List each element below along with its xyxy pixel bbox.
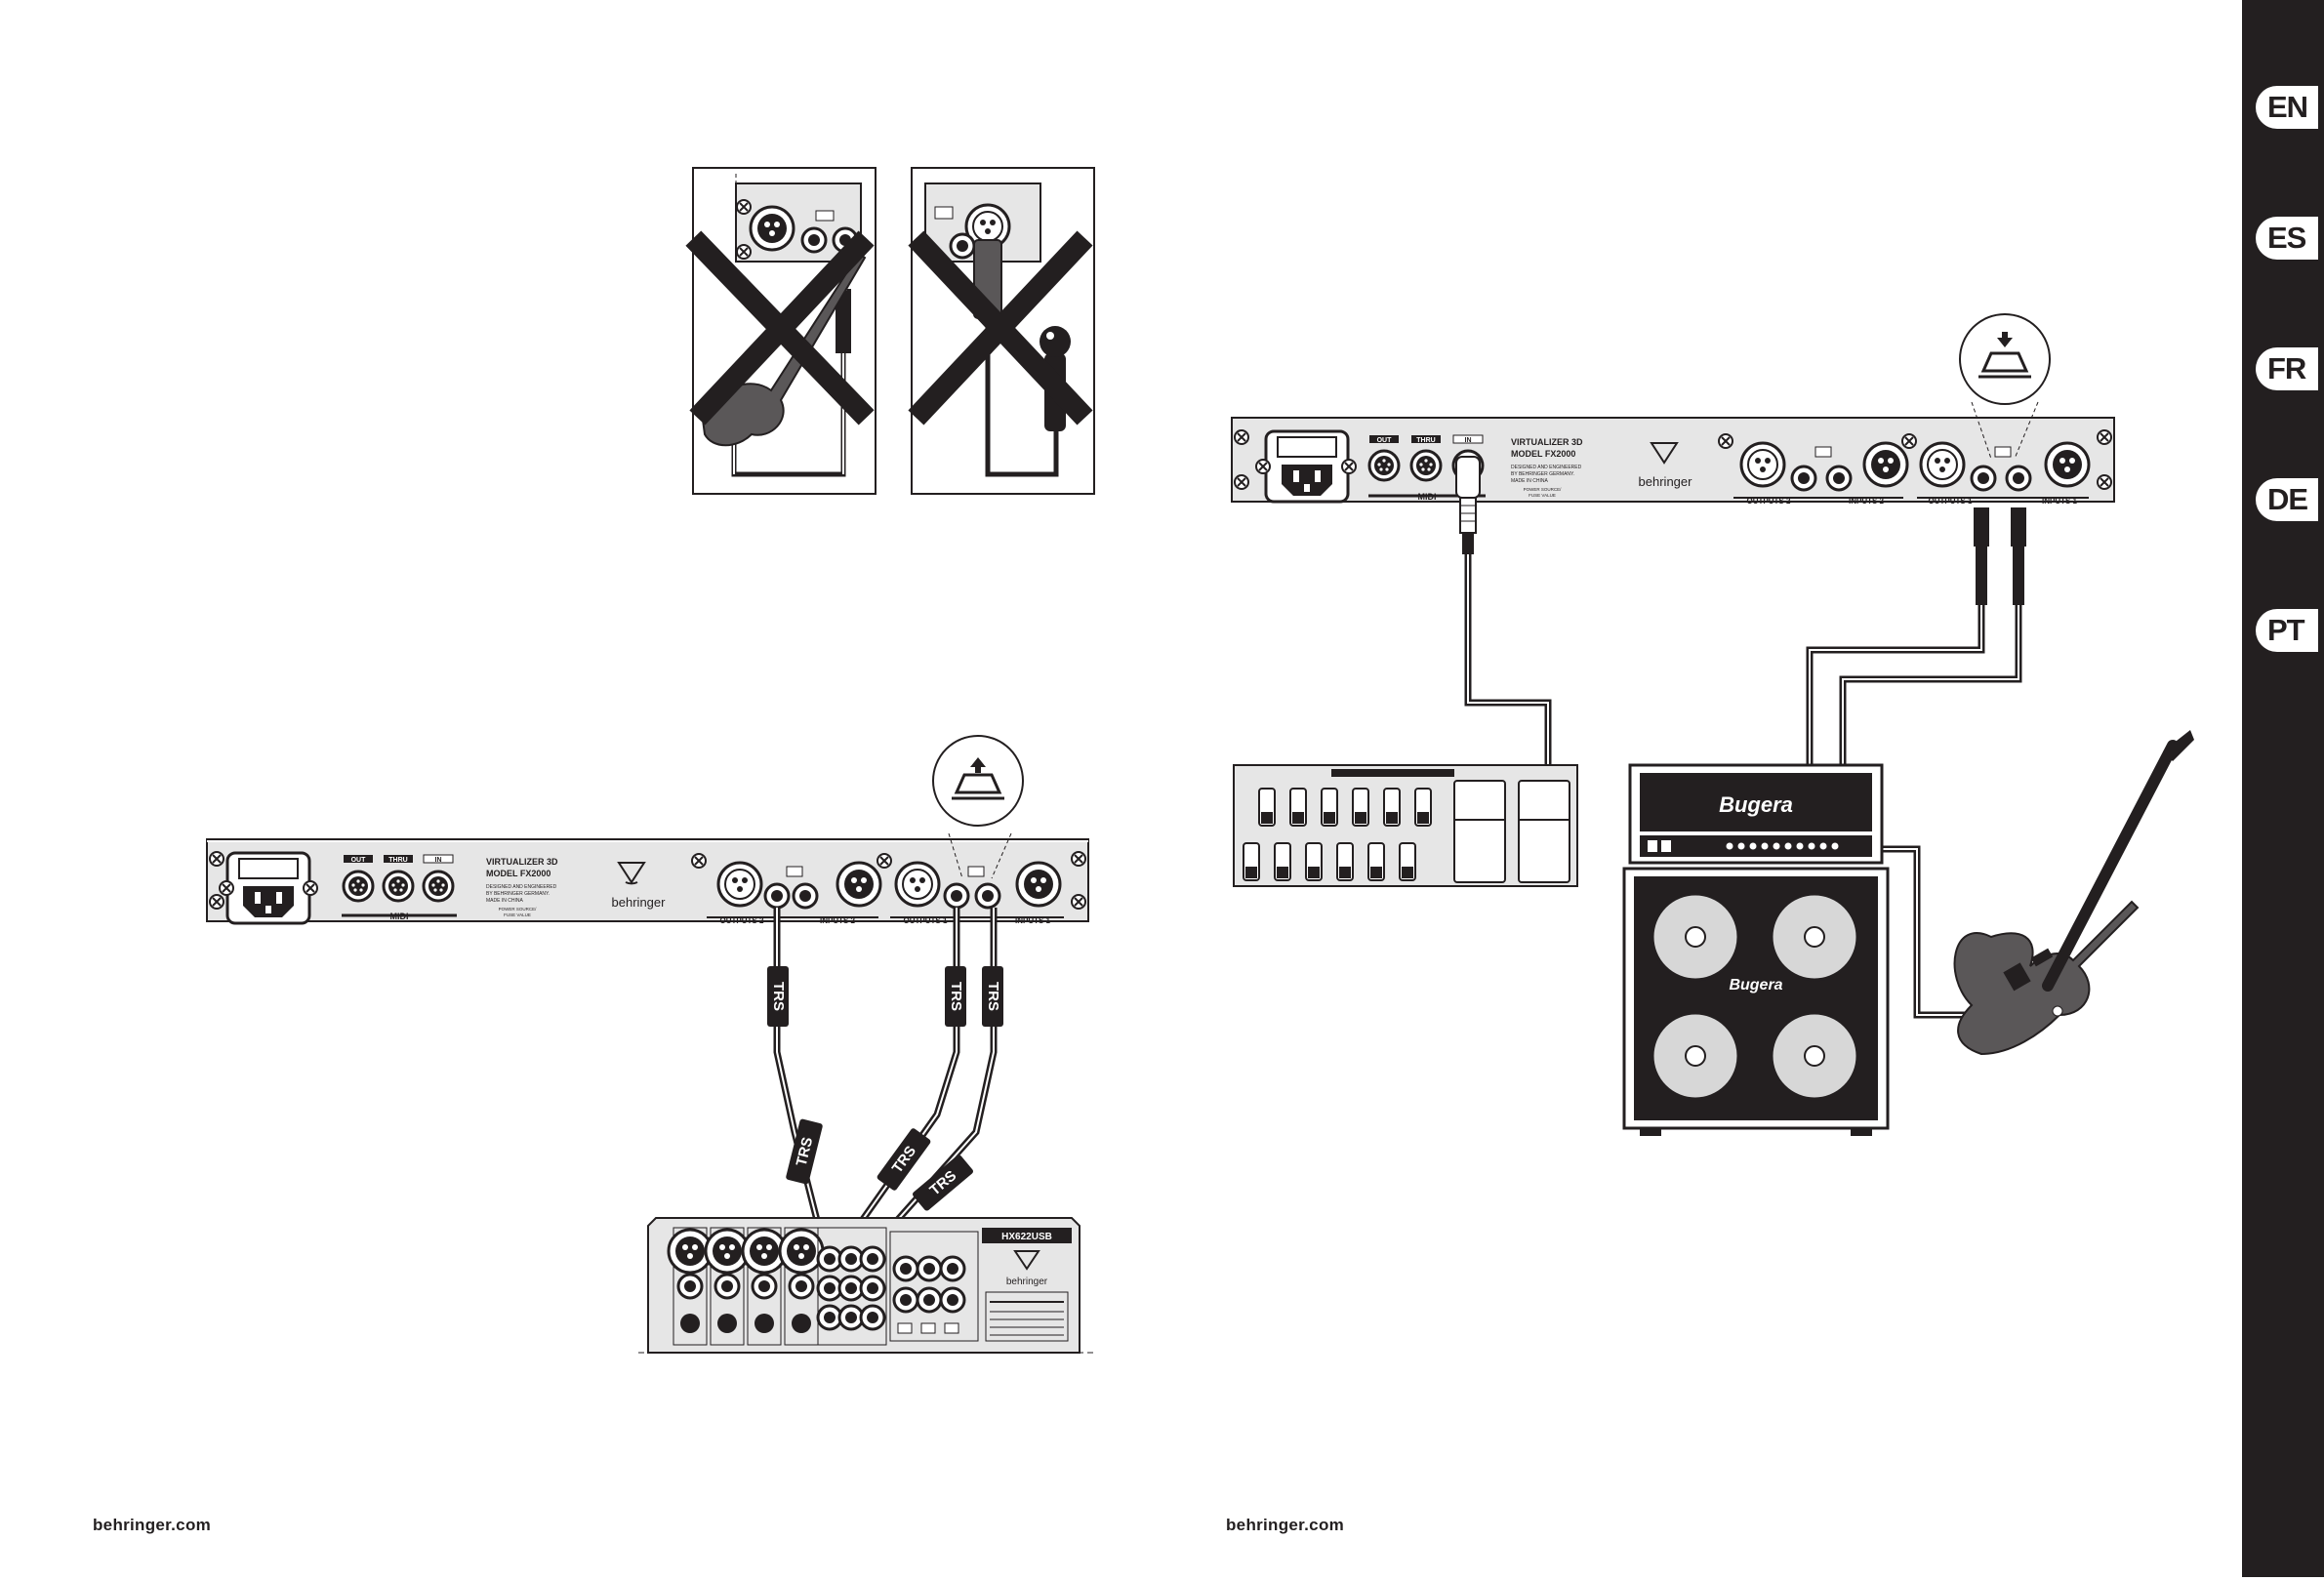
trs-label-2: TRS xyxy=(948,982,964,1011)
inputs-1-label-r: INPUTS 1 xyxy=(2042,497,2078,506)
footer-url-right[interactable]: behringer.com xyxy=(1226,1516,1345,1534)
cab-brand: Bugera xyxy=(1729,977,1782,993)
model-line-2: MODEL FX2000 xyxy=(486,869,550,878)
midi-thru-label: THRU xyxy=(388,857,407,864)
guitar-amp: Bugera Bugera xyxy=(1622,763,1890,1136)
outputs-1-label-r: OUTPUTS 1 xyxy=(1929,497,1973,506)
amp-brand: Bugera xyxy=(1719,792,1793,817)
trs-cables-left: TRS TRS TRS TRS TRS TRS xyxy=(767,908,1003,1244)
designed-line-2-r: BY BEHRINGER GERMANY. xyxy=(1511,471,1574,477)
made-in: MADE IN CHINA xyxy=(486,898,523,904)
power-source-2: FUSE VALUE xyxy=(504,912,531,917)
trs-label-1: TRS xyxy=(770,982,787,1011)
wrong-connection-guitar-panel xyxy=(685,167,877,495)
designed-line-1-r: DESIGNED AND ENGINEERED xyxy=(1511,465,1582,470)
lang-tab-en[interactable]: EN xyxy=(2256,86,2318,129)
midi-thru-label-r: THRU xyxy=(1416,437,1435,444)
guitar-cables-right xyxy=(1806,507,2026,1019)
lang-tab-de[interactable]: DE xyxy=(2256,478,2318,521)
power-source-1: POWER SOURCE/ xyxy=(499,907,538,912)
switch-callout-left xyxy=(932,735,1024,879)
midi-label: MIDI xyxy=(390,912,409,921)
rack-unit-left: OUT THRU IN MIDI VIRTUALIZER 3D MODEL FX… xyxy=(206,838,1089,925)
designed-line-1: DESIGNED AND ENGINEERED xyxy=(486,884,557,890)
power-source-1-r: POWER SOURCE/ xyxy=(1524,487,1563,492)
inputs-2-label: INPUTS 2 xyxy=(820,916,856,925)
outputs-1-label: OUTPUTS 1 xyxy=(904,916,948,925)
trs-label-3: TRS xyxy=(985,982,1001,1011)
made-in-r: MADE IN CHINA xyxy=(1511,478,1548,484)
lang-tab-fr[interactable]: FR xyxy=(2256,347,2318,390)
model-line-2-r: MODEL FX2000 xyxy=(1511,449,1575,459)
inputs-1-label: INPUTS 1 xyxy=(1015,916,1051,925)
power-source-2-r: FUSE VALUE xyxy=(1529,493,1556,498)
model-line-1: VIRTUALIZER 3D xyxy=(486,857,558,867)
model-line-1-r: VIRTUALIZER 3D xyxy=(1511,437,1583,447)
midi-out-label: OUT xyxy=(351,857,367,864)
footer-url-left[interactable]: behringer.com xyxy=(93,1516,212,1534)
outputs-2-label-r: OUTPUTS 2 xyxy=(1747,497,1791,506)
mixer: HX622USB behringer xyxy=(638,1217,1095,1354)
switch-callout-right xyxy=(1959,313,2051,460)
midi-out-label-r: OUT xyxy=(1377,437,1393,444)
electric-guitar xyxy=(1953,730,2194,1056)
brand-logo-r: behringer xyxy=(1639,474,1693,489)
midi-in-label: IN xyxy=(435,857,442,864)
trs-label-4: TRS xyxy=(794,1136,817,1168)
mixer-brand: behringer xyxy=(1006,1277,1048,1287)
foot-controller xyxy=(1233,764,1578,887)
mixer-model: HX622USB xyxy=(1001,1232,1052,1242)
midi-label-r: MIDI xyxy=(1418,492,1437,502)
mixer-stereo-inputs xyxy=(816,1227,979,1346)
lang-tab-es[interactable]: ES xyxy=(2256,217,2318,260)
language-sidebar: EN ES FR DE PT xyxy=(2242,0,2324,1577)
rack-unit-right: OUT THRU IN MIDI VIRTUALIZER 3D MODEL FX… xyxy=(1231,417,2115,506)
mixer-channel-strips xyxy=(667,1227,825,1346)
outputs-2-label: OUTPUTS 2 xyxy=(720,916,764,925)
brand-logo: behringer xyxy=(612,895,667,910)
inputs-2-label-r: INPUTS 2 xyxy=(1849,497,1885,506)
lang-tab-pt[interactable]: PT xyxy=(2256,609,2318,652)
midi-cable xyxy=(1455,456,1552,765)
wrong-connection-microphone-panel xyxy=(908,167,1095,495)
designed-line-2: BY BEHRINGER GERMANY. xyxy=(486,891,550,897)
midi-in-label-r: IN xyxy=(1465,437,1472,444)
